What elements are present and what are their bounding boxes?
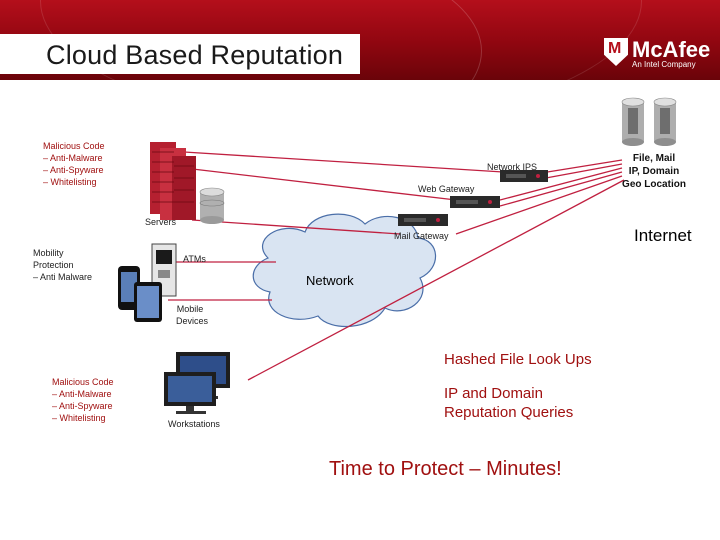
web-gateway-label: Web Gateway [418,184,475,194]
text-line: – Whitelisting [43,177,97,187]
text-line: IP, Domain [628,166,680,177]
server-rack-icon [150,142,196,220]
text-line: Malicious Code [52,377,114,387]
database-icon [199,187,225,224]
database-icon [621,97,645,146]
monitor-icon [164,372,216,414]
network-ips-label: Network IPS [487,162,538,172]
tablet-icon [134,282,162,322]
database-icon [653,97,677,146]
page-title-box: Cloud Based Reputation [0,34,360,74]
mobility-block: Mobility Protection – Anti Malware [33,247,92,283]
text-line: – Anti Malware [33,272,93,282]
text-line: IP and Domain [444,385,543,402]
network-appliance-icon [398,214,448,226]
left-bottom-block: Malicious Code – Anti-Malware – Anti-Spy… [52,376,114,424]
hashed-file-label: Hashed File Look Ups [444,351,592,368]
text-line: Malicious Code [43,141,105,151]
mail-gateway-label: Mail Gateway [394,231,449,241]
network-appliance-icon [450,196,500,208]
text-line: – Anti-Spyware [43,165,104,175]
left-top-block: Malicious Code – Anti-Malware – Anti-Spy… [43,140,105,188]
network-cloud-icon [252,213,437,328]
logo-brand: McAfee [632,37,711,62]
text-line: File, Mail [632,153,676,164]
text-line: – Anti-Malware [43,153,103,163]
text-line: Mobile [176,304,204,314]
cloud-db-label: File, Mail IP, Domain Geo Location [611,152,697,191]
network-appliance-icon [500,170,548,182]
text-line: – Anti-Spyware [52,401,113,411]
text-line: Protection [33,260,74,270]
page-title: Cloud Based Reputation [46,40,344,70]
network-label: Network [306,273,354,288]
servers-label: Servers [145,217,177,227]
time-to-protect-label: Time to Protect – Minutes! [329,458,562,480]
text-line: Geo Location [622,179,686,190]
connection-lines [160,151,625,381]
text-line: Devices [176,316,209,326]
text-line: Mobility [33,248,64,258]
atms-label: ATMs [183,254,206,264]
text-line: Reputation Queries [444,404,574,421]
text-line: – Anti-Malware [52,389,112,399]
logo-tagline: An Intel Company [632,60,696,69]
workstations-label: Workstations [168,419,220,429]
ip-domain-label: IP and Domain Reputation Queries [444,384,573,422]
mobile-devices-label: Mobile Devices [172,303,208,327]
internet-label: Internet [634,226,692,245]
text-line: – Whitelisting [52,413,106,423]
